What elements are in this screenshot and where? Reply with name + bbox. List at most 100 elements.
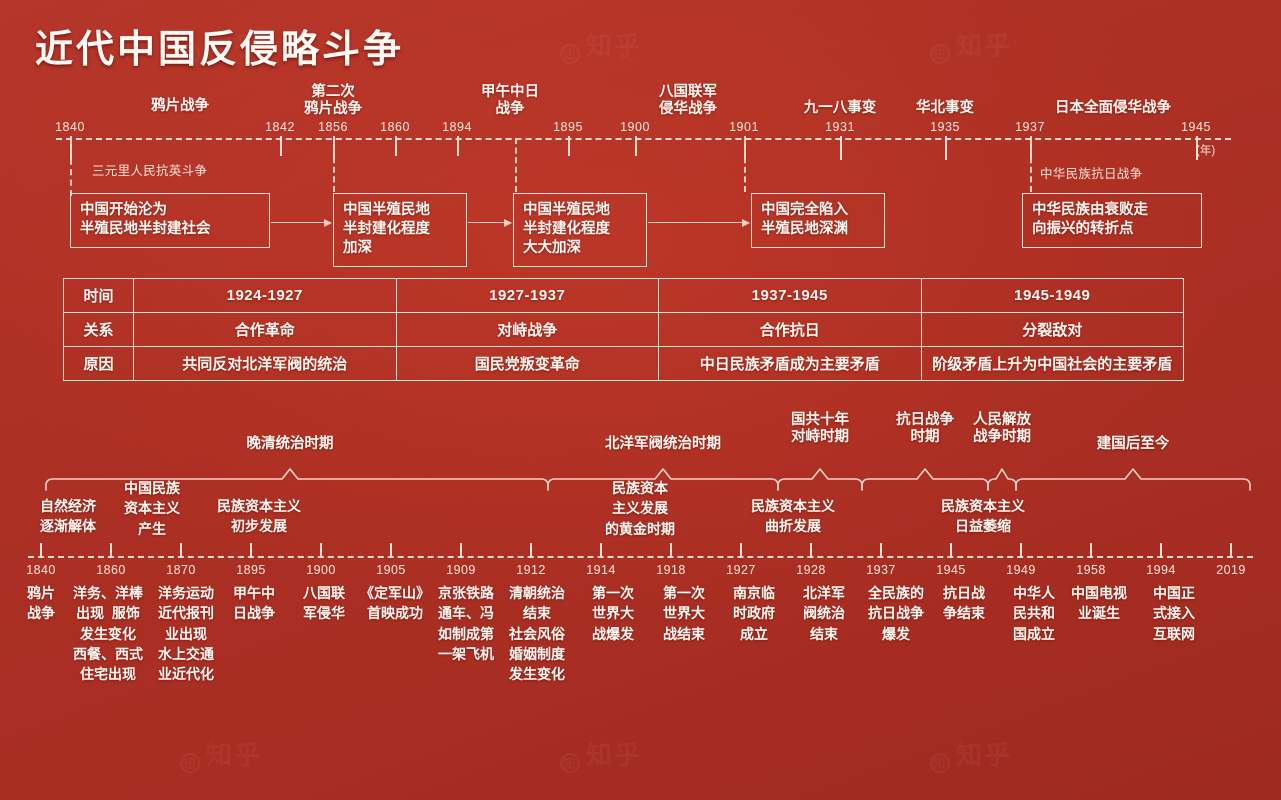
drop-line-1840 bbox=[70, 138, 72, 196]
top-event-label-918: 九一八事变 bbox=[803, 100, 877, 116]
top-year-1937: 1937 bbox=[1015, 120, 1045, 134]
bottom-desc-1860: 洋务、洋棒出现 服饰发生变化西餐、西式住宅出现 bbox=[73, 585, 143, 683]
bottom-tick-1949 bbox=[1020, 543, 1022, 557]
bottom-year-1994: 1994 bbox=[1146, 563, 1176, 577]
drop-line-1856 bbox=[333, 138, 335, 192]
row-header-reason: 原因 bbox=[63, 346, 134, 381]
top-year-1935: 1935 bbox=[930, 120, 960, 134]
cell-relation-3: 分裂敌对 bbox=[920, 312, 1184, 347]
arrow-box1-box2 bbox=[271, 218, 332, 227]
bottom-tick-1958 bbox=[1090, 543, 1092, 557]
top-year-1931: 1931 bbox=[825, 120, 855, 134]
top-event-label-opium1: 鸦片战争 bbox=[151, 98, 209, 114]
bottom-tick-1918 bbox=[670, 543, 672, 557]
bottom-tick-1895 bbox=[250, 543, 252, 557]
cell-relation-2: 合作抗日 bbox=[658, 312, 922, 347]
bottom-desc-1927: 南京临时政府成立 bbox=[733, 585, 775, 642]
top-year-1842: 1842 bbox=[265, 120, 295, 134]
cell-reason-0: 共同反对北洋军阀的统治 bbox=[133, 346, 397, 381]
row-header-relation: 关系 bbox=[63, 312, 134, 347]
top-tick-1860 bbox=[395, 136, 397, 156]
bottom-tick-1860 bbox=[110, 543, 112, 557]
economy-note-0: 自然经济逐渐解体 bbox=[40, 498, 96, 535]
bottom-tick-2019 bbox=[1230, 543, 1232, 557]
bottom-tick-1909 bbox=[460, 543, 462, 557]
bottom-year-1927: 1927 bbox=[726, 563, 756, 577]
top-event-label-opium2: 第二次鸦片战争 bbox=[304, 84, 362, 117]
bottom-year-1958: 1958 bbox=[1076, 563, 1106, 577]
bottom-tick-1905 bbox=[390, 543, 392, 557]
top-tick-1895 bbox=[568, 136, 570, 156]
cell-reason-2: 中日民族矛盾成为主要矛盾 bbox=[658, 346, 922, 381]
bottom-year-1900: 1900 bbox=[306, 563, 336, 577]
result-box-1: 中国开始沦为半殖民地半封建社会 bbox=[70, 193, 270, 249]
top-tick-1894 bbox=[457, 136, 459, 156]
top-timeline: (年) 鸦片战争 第二次鸦片战争 甲午中日战争 八国联军侵华战争 九一八事变 华… bbox=[0, 0, 1281, 290]
bottom-year-1895: 1895 bbox=[236, 563, 266, 577]
top-event-label-jiawu: 甲午中日战争 bbox=[481, 84, 539, 117]
bottom-desc-1895: 甲午中日战争 bbox=[233, 585, 275, 622]
result-box-3: 中国半殖民地半封建化程度大大加深 bbox=[513, 193, 647, 268]
year-unit-label: (年) bbox=[1196, 145, 1216, 157]
period-label-after-founding: 建国后至今 bbox=[1096, 436, 1170, 452]
bottom-desc-1958: 中国电视业诞生 bbox=[1071, 585, 1127, 622]
bottom-year-1949: 1949 bbox=[1006, 563, 1036, 577]
result-box-2: 中国半殖民地半封建化程度加深 bbox=[333, 193, 467, 268]
cell-time-3: 1945-1949 bbox=[920, 278, 1184, 313]
economy-note-3: 民族资本主义发展的黄金时期 bbox=[605, 480, 675, 537]
economy-note-4: 民族资本主义曲折发展 bbox=[751, 498, 835, 535]
drop-line-1894 bbox=[515, 138, 517, 192]
cell-time-2: 1937-1945 bbox=[658, 278, 922, 313]
bottom-year-1945: 1945 bbox=[936, 563, 966, 577]
bottom-year-2019: 2019 bbox=[1216, 563, 1246, 577]
top-subnote-right: 中华民族抗日战争 bbox=[1040, 167, 1143, 181]
bottom-tick-1945 bbox=[950, 543, 952, 557]
period-label-kmt-ccp-decade: 国共十年对峙时期 bbox=[791, 412, 849, 446]
kmt-ccp-relations-table: 时间 1924-1927 1927-1937 1937-1945 1945-19… bbox=[63, 278, 1184, 381]
drop-line-1937 bbox=[1030, 138, 1032, 192]
page-title: 近代中国反侵略斗争 bbox=[35, 29, 405, 71]
cell-time-1: 1927-1937 bbox=[395, 278, 659, 313]
bottom-year-1840: 1840 bbox=[26, 563, 56, 577]
period-label-anti-japanese: 抗日战争时期 bbox=[896, 412, 954, 446]
top-tick-1931 bbox=[840, 136, 842, 160]
result-box-4: 中国完全陷入半殖民地深渊 bbox=[751, 193, 885, 249]
bottom-tick-1928 bbox=[810, 543, 812, 557]
bottom-timeline: 晚清统治时期 北洋军阀统治时期 国共十年对峙时期 抗日战争时期 人民解放战争时期… bbox=[0, 400, 1281, 800]
bottom-year-1928: 1928 bbox=[796, 563, 826, 577]
top-tick-1842 bbox=[280, 136, 282, 156]
top-year-1840: 1840 bbox=[55, 120, 85, 134]
drop-line-1901 bbox=[744, 138, 746, 192]
bottom-axis-line bbox=[28, 556, 1253, 558]
top-year-1860: 1860 bbox=[380, 120, 410, 134]
bottom-year-1870: 1870 bbox=[166, 563, 196, 577]
bottom-tick-1994 bbox=[1160, 543, 1162, 557]
top-year-1856: 1856 bbox=[318, 120, 348, 134]
top-subnote-left: 三元里人民抗英斗争 bbox=[92, 164, 208, 178]
top-year-1900: 1900 bbox=[620, 120, 650, 134]
row-header-time: 时间 bbox=[63, 278, 134, 313]
bottom-tick-1927 bbox=[740, 543, 742, 557]
bottom-tick-1840 bbox=[40, 543, 42, 557]
bottom-desc-1918: 第一次世界大战结束 bbox=[663, 585, 705, 642]
top-tick-1945 bbox=[1196, 136, 1198, 160]
bottom-desc-1870: 洋务运动近代报刊业出现水上交通业近代化 bbox=[158, 585, 214, 683]
cell-relation-0: 合作革命 bbox=[133, 312, 397, 347]
bottom-desc-1994: 中国正式接入互联网 bbox=[1153, 585, 1195, 642]
cell-time-0: 1924-1927 bbox=[133, 278, 397, 313]
period-label-late-qing: 晚清统治时期 bbox=[246, 436, 334, 452]
economy-note-5: 民族资本主义日益萎缩 bbox=[941, 498, 1025, 535]
top-event-label-huabei: 华北事变 bbox=[916, 100, 974, 116]
table-row-time: 时间 1924-1927 1927-1937 1937-1945 1945-19… bbox=[63, 278, 1184, 313]
bottom-year-1914: 1914 bbox=[586, 563, 616, 577]
bottom-year-1912: 1912 bbox=[516, 563, 546, 577]
bottom-tick-1912 bbox=[530, 543, 532, 557]
bottom-desc-1909: 京张铁路通车、冯如制成第一架飞机 bbox=[438, 585, 494, 662]
bottom-desc-1905: 《定军山》首映成功 bbox=[360, 585, 430, 622]
top-year-1895: 1895 bbox=[553, 120, 583, 134]
bottom-year-1909: 1909 bbox=[446, 563, 476, 577]
bottom-year-1860: 1860 bbox=[96, 563, 126, 577]
economy-note-1: 中国民族资本主义产生 bbox=[124, 480, 180, 537]
bottom-desc-1945: 抗日战争结束 bbox=[943, 585, 985, 622]
